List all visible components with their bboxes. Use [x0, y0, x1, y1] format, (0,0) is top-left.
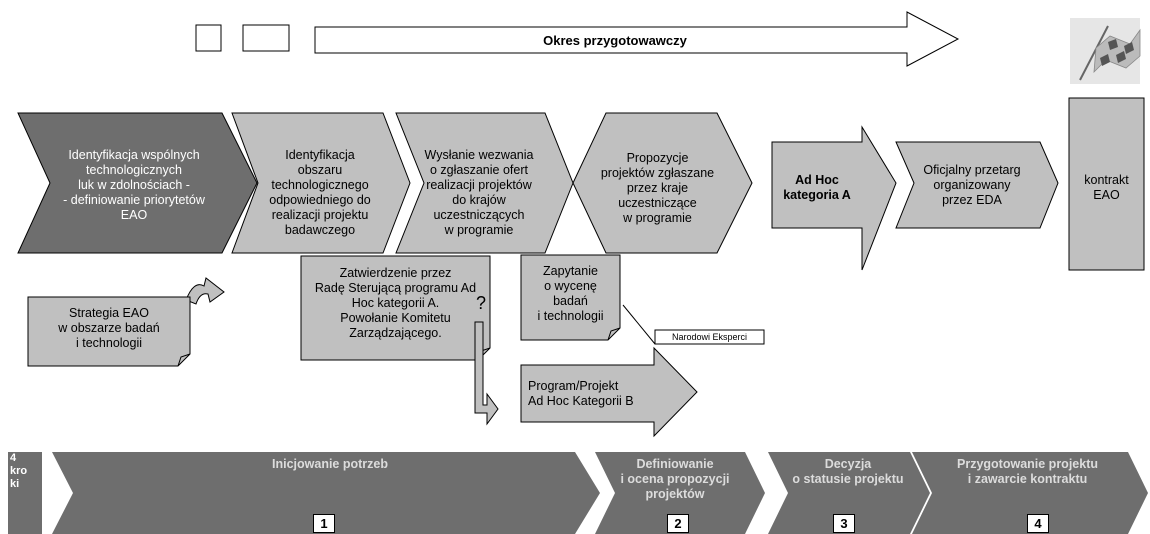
phase-shape-2	[595, 452, 765, 534]
phase-steps-box	[8, 452, 42, 534]
step-label-propozycje: Propozycje projektów zgłaszane przez kra…	[600, 150, 715, 225]
l-arrow-to-program-b	[474, 321, 499, 426]
question-mark: ?	[475, 292, 486, 313]
timeline-label: Okres przygotowawczy	[543, 32, 687, 48]
step-label-wyslanie-wezwania: Wysłanie wezwania o zgłaszanie ofert rea…	[424, 148, 534, 237]
callout-line	[622, 304, 656, 345]
phase-shape-3	[768, 452, 930, 534]
phase-label-2: Definiowanie i ocena propozycji projektó…	[620, 457, 730, 501]
phase-shape-4	[912, 452, 1148, 534]
step-shape-identyfikacja-obszaru	[231, 112, 411, 254]
phase-steps-label: 4 kro ki	[10, 452, 28, 490]
step-label-przetarg: Oficjalny przetarg organizowany przez ED…	[923, 162, 1021, 207]
note-label-strategia: Strategia EAO w obszarze badań i technol…	[58, 305, 160, 350]
step-label-identyfikacja-obszaru: Identyfikacja obszaru technologicznego o…	[269, 148, 371, 237]
phase-shape-1	[52, 452, 600, 534]
program-b-label: Program/Projekt Ad Hoc Kategorii B	[528, 379, 634, 408]
step-shape-identyfikacja-luk	[17, 112, 258, 254]
phase-number-4: 4	[1027, 514, 1049, 533]
timeline-small-box-1	[195, 24, 222, 52]
timeline-small-box-2	[242, 24, 290, 52]
note-shape-strategia	[27, 296, 191, 367]
narodowi-eksperci-box	[654, 329, 765, 345]
step-shape-wyslanie-wezwania	[395, 112, 574, 254]
step-label-identyfikacja-luk: Identyfikacja wspólnych technologicznych…	[63, 147, 205, 222]
phase-number-2: 2	[667, 514, 689, 533]
phase-number-3: 3	[833, 514, 855, 533]
step-label-ad-hoc-a: Ad Hoc kategoria A	[783, 173, 851, 202]
step-shape-propozycje	[572, 112, 753, 254]
step-label-kontrakt: kontrakt EAO	[1084, 173, 1129, 202]
phase-number-1: 1	[313, 514, 335, 533]
phase-label-1: Inicjowanie potrzeb	[272, 457, 388, 471]
phase-label-4: Przygotowanie projektu i zawarcie kontra…	[957, 457, 1098, 486]
step-shape-ad-hoc-a	[771, 125, 897, 271]
checkered-flag-icon	[1070, 18, 1141, 84]
note-shape-zapytanie	[520, 254, 621, 341]
note-label-zapytanie: Zapytanie o wycenę badań i technologii	[537, 264, 604, 323]
program-b-arrow	[520, 346, 698, 438]
step-shape-przetarg	[895, 141, 1059, 229]
narodowi-eksperci-label: Narodowi Eksperci	[671, 331, 748, 342]
curved-arrow	[185, 277, 225, 305]
step-shape-kontrakt	[1068, 97, 1145, 271]
timeline-arrow	[314, 11, 960, 67]
phase-label-3: Decyzja o statusie projektu	[792, 457, 904, 486]
note-label-zatwierdzenie: Zatwierdzenie przez Radę Sterującą progr…	[314, 265, 477, 340]
